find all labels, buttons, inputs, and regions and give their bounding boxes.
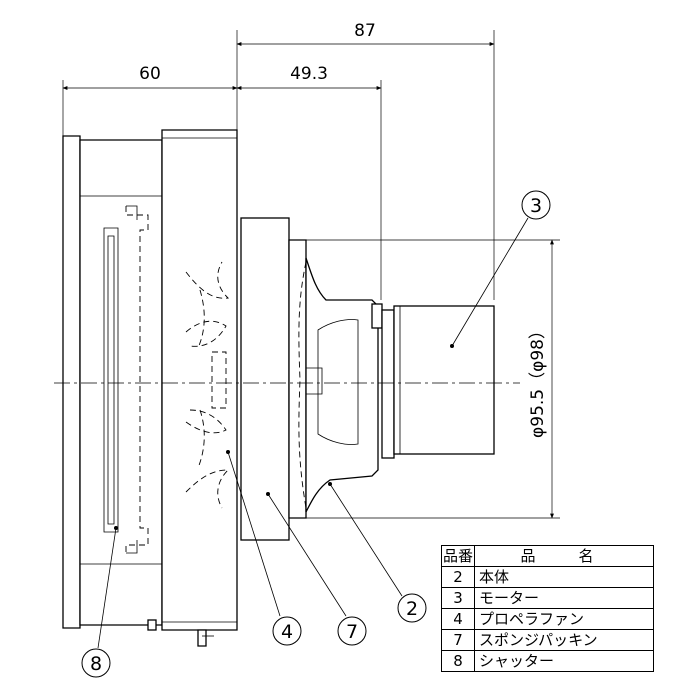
svg-text:4: 4 bbox=[281, 621, 293, 643]
dim-60-label: 60 bbox=[139, 64, 161, 84]
header-part-number: 品番 bbox=[441, 545, 475, 567]
part-number: 3 bbox=[441, 587, 475, 609]
part-number: 2 bbox=[441, 566, 475, 588]
motor-part bbox=[371, 303, 495, 459]
svg-text:3: 3 bbox=[530, 195, 542, 217]
part-name: スポンジパッキン bbox=[474, 629, 654, 651]
callout-fan: 4 bbox=[226, 450, 302, 646]
shutter-part bbox=[62, 135, 163, 629]
table-row: 8 シャッター bbox=[441, 650, 654, 672]
callout-packing: 7 bbox=[266, 492, 367, 646]
dimension-lines: 87 60 49.3 φ95.5（φ98） bbox=[62, 21, 560, 519]
callout-shutter: 8 bbox=[81, 526, 118, 678]
motor-housing-part bbox=[288, 239, 379, 519]
propeller-fan-part bbox=[185, 261, 230, 509]
table-row: 7 スポンジパッキン bbox=[441, 629, 654, 651]
dim-49-3-label: 49.3 bbox=[290, 64, 328, 84]
part-number: 7 bbox=[441, 629, 475, 651]
parts-table-header: 品番 品 名 bbox=[441, 545, 654, 567]
svg-text:7: 7 bbox=[346, 621, 358, 643]
svg-text:8: 8 bbox=[90, 653, 102, 675]
body-part bbox=[147, 129, 238, 647]
part-name: シャッター bbox=[474, 650, 654, 672]
part-name: 本体 bbox=[474, 566, 654, 588]
table-row: 4 プロペラファン bbox=[441, 608, 654, 630]
callout-body: 2 bbox=[328, 482, 427, 623]
dim-87-label: 87 bbox=[354, 21, 376, 41]
table-row: 3 モーター bbox=[441, 587, 654, 609]
part-name: モーター bbox=[474, 587, 654, 609]
dim-diameter-label: φ95.5（φ98） bbox=[528, 322, 548, 438]
part-number: 4 bbox=[441, 608, 475, 630]
callout-motor: 3 bbox=[450, 190, 551, 348]
part-number: 8 bbox=[441, 650, 475, 672]
table-row: 2 本体 bbox=[441, 566, 654, 588]
parts-list-table: 品番 品 名 2 本体 3 モーター 4 プロペラファン 7 スポンジパッキン … bbox=[441, 545, 654, 672]
sponge-packing-part bbox=[240, 217, 290, 541]
header-part-name: 品 名 bbox=[474, 545, 654, 567]
svg-text:2: 2 bbox=[406, 598, 418, 620]
part-name: プロペラファン bbox=[474, 608, 654, 630]
